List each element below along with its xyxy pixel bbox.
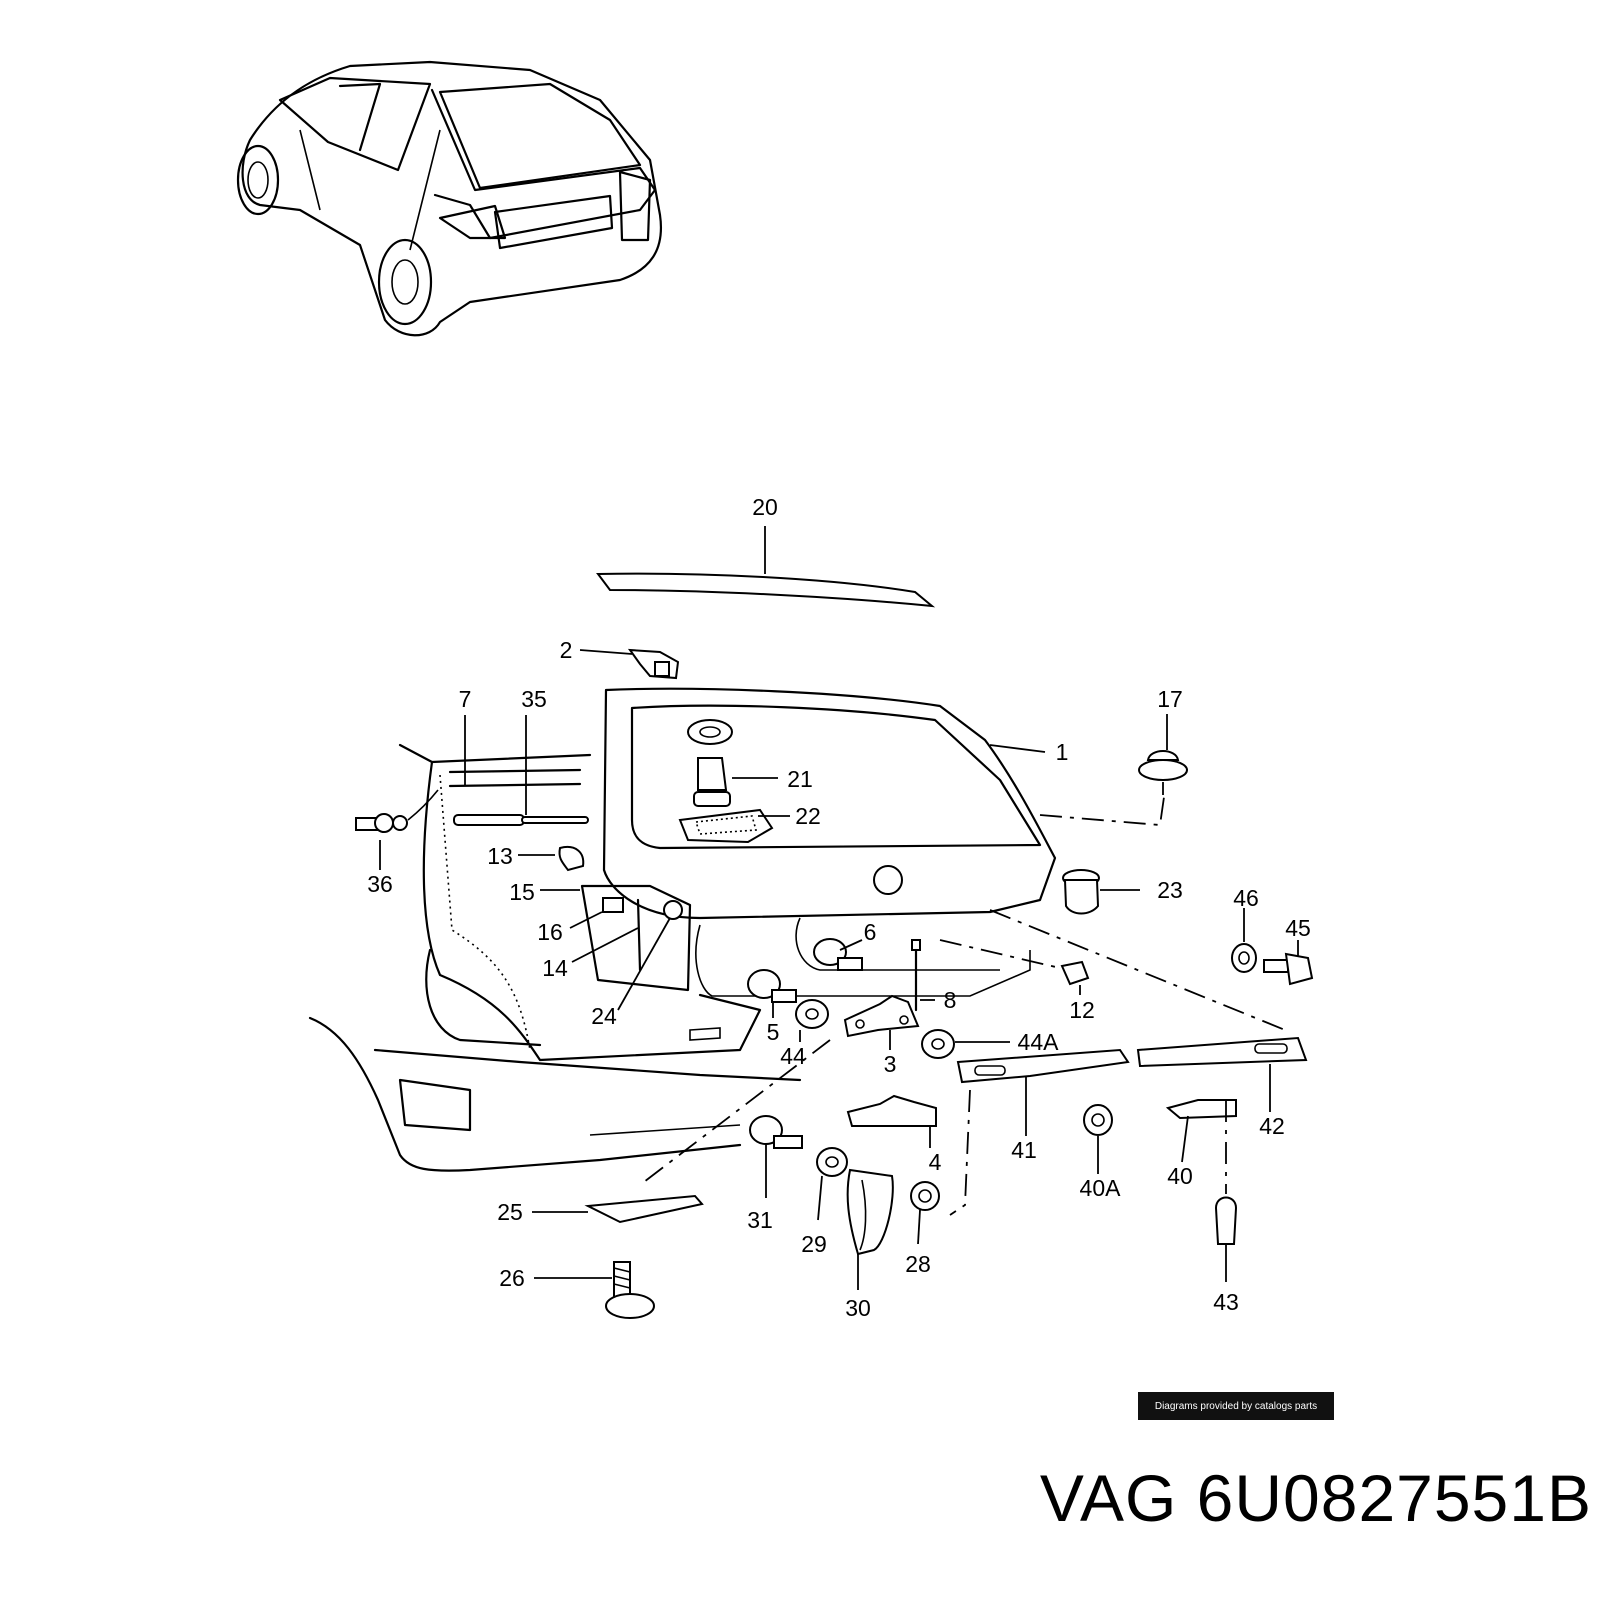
credit-banner: Diagrams provided by catalogs parts	[1138, 1392, 1334, 1420]
washer-part-44A	[921, 1029, 1010, 1059]
bolt-part-5	[747, 969, 797, 1018]
label-23: 23	[1157, 877, 1183, 903]
latch-part-3	[843, 994, 920, 1050]
part-title: VAG 6U0827551B	[0, 1460, 1592, 1536]
handle-part-42	[1136, 1036, 1308, 1112]
bush-part-28	[910, 1181, 940, 1245]
label-46: 46	[1233, 885, 1259, 911]
label-40: 40	[1167, 1163, 1193, 1189]
screw-part-45	[1263, 940, 1314, 986]
bracket-part-15	[540, 884, 692, 992]
label-26: 26	[499, 1265, 525, 1291]
label-42: 42	[1259, 1113, 1285, 1139]
clip-part-13	[518, 846, 585, 872]
washer-part-46	[1231, 908, 1257, 973]
trim-part-25	[532, 1194, 704, 1224]
dashline-lock	[639, 1039, 831, 1186]
dashline-41	[949, 1089, 971, 1216]
callout-labels: 20 2 7 35 17 1 21 22 36 13 15 16 14 24 2…	[367, 494, 1311, 1321]
label-30: 30	[845, 1295, 871, 1321]
label-7: 7	[459, 686, 472, 712]
label-1: 1	[1056, 739, 1069, 765]
rod-part-8	[911, 939, 935, 1012]
label-17: 17	[1157, 686, 1183, 712]
bolt-part-31	[749, 1115, 803, 1198]
part-number: 6U0827551B	[1196, 1461, 1592, 1535]
label-15: 15	[509, 879, 535, 905]
label-13: 13	[487, 843, 513, 869]
grommet-part-21	[687, 719, 778, 807]
cap-part-17	[1138, 714, 1188, 795]
label-20: 20	[752, 494, 778, 520]
label-35: 35	[521, 686, 547, 712]
bump-stop-part-23	[1062, 869, 1140, 915]
label-45: 45	[1285, 915, 1311, 941]
washer-part-29	[816, 1147, 848, 1221]
label-44: 44	[780, 1043, 806, 1069]
label-12: 12	[1069, 997, 1095, 1023]
brand-name: VAG	[1039, 1461, 1178, 1535]
ball-stud-part-36	[355, 789, 439, 870]
label-40A: 40A	[1080, 1175, 1122, 1201]
gas-strut-part-35	[453, 715, 589, 826]
grommet-part-40A	[1083, 1104, 1113, 1174]
label-31: 31	[747, 1207, 773, 1233]
hinge-part-2	[579, 648, 680, 680]
label-4: 4	[929, 1149, 942, 1175]
bulb-part-43	[1214, 1100, 1238, 1282]
label-3: 3	[884, 1051, 897, 1077]
dashline-12	[939, 939, 1061, 969]
label-22: 22	[795, 803, 821, 829]
label-25: 25	[497, 1199, 523, 1225]
label-41: 41	[1011, 1137, 1037, 1163]
clip-part-16	[569, 897, 624, 929]
body-opening	[308, 743, 802, 1172]
strap-part-30	[846, 1168, 894, 1290]
dashline-42	[989, 909, 1291, 1033]
handle-part-41	[956, 1048, 1130, 1136]
label-29: 29	[801, 1231, 827, 1257]
spoiler-part-20	[596, 526, 936, 608]
label-36: 36	[367, 871, 393, 897]
car-overview-illustration	[236, 60, 663, 337]
label-2: 2	[560, 637, 573, 663]
label-8: 8	[944, 987, 957, 1013]
clip-part-12	[1060, 960, 1090, 995]
label-16: 16	[537, 919, 563, 945]
switch-part-40	[1165, 1099, 1237, 1163]
label-14: 14	[542, 955, 568, 981]
label-21: 21	[787, 766, 813, 792]
bolt-part-6	[813, 938, 863, 971]
plug-part-24	[617, 900, 683, 1011]
label-6: 6	[864, 919, 877, 945]
label-28: 28	[905, 1251, 931, 1277]
striker-part-4	[846, 1094, 937, 1148]
label-5: 5	[767, 1019, 780, 1045]
screw-part-26	[534, 1261, 655, 1319]
lever-part-14	[571, 898, 642, 972]
cover-part-22	[678, 808, 790, 844]
label-24: 24	[591, 1003, 617, 1029]
tailgate-part-1	[602, 687, 1166, 997]
label-44A: 44A	[1018, 1029, 1060, 1055]
label-43: 43	[1213, 1289, 1239, 1315]
washer-part-44	[795, 999, 829, 1042]
